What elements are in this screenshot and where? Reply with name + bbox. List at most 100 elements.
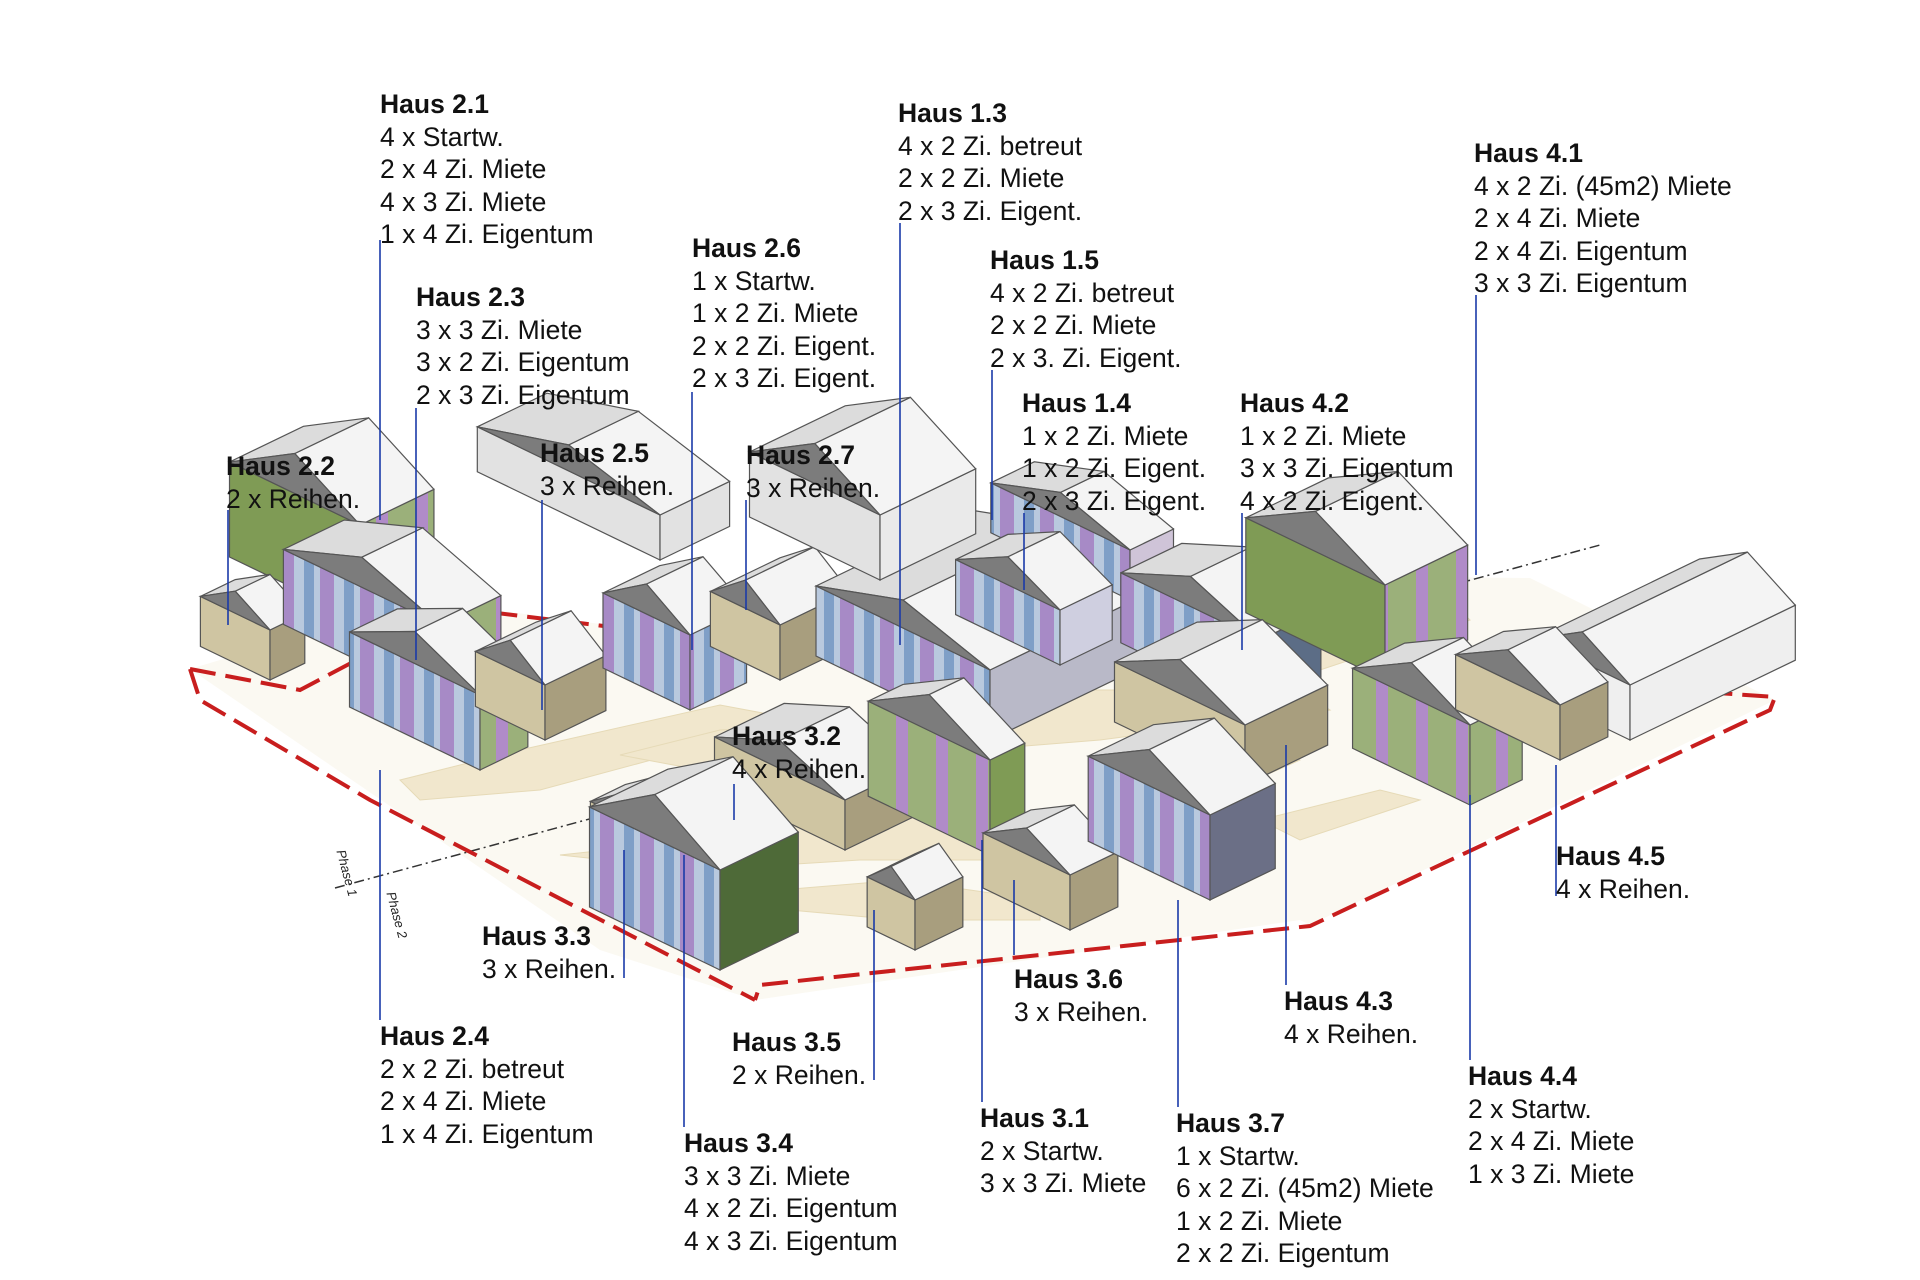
haus-1-3-unit-line: 2 x 3 Zi. Eigent. <box>898 195 1083 226</box>
haus-2-2-unit-line: 2 x Reihen. <box>226 483 361 514</box>
haus-2-3-unit-line: 3 x 2 Zi. Eigentum <box>416 347 630 377</box>
haus-1-5-title: Haus 1.5 <box>990 245 1100 275</box>
haus-1-4-unit-line: 2 x 3 Zi. Eigent. <box>1022 485 1207 516</box>
haus-4-1-unit-line: 2 x 4 Zi. Miete <box>1474 203 1641 233</box>
haus-2-4-unit-line: 2 x 2 Zi. betreut <box>380 1053 565 1084</box>
haus-4-1-unit-line: 2 x 4 Zi. Eigentum <box>1474 235 1688 266</box>
haus-1-4-unit-line: 1 x 2 Zi. Miete <box>1022 420 1189 451</box>
haus-3-1-unit-line: 2 x Startw. <box>980 1135 1104 1166</box>
haus-3-5-unit-line: 2 x Reihen. <box>732 1059 867 1090</box>
haus-4-1-unit-line: 4 x 2 Zi. (45m2) Miete <box>1474 170 1732 201</box>
haus-3-4-unit-line: 4 x 2 Zi. Eigentum <box>684 1193 898 1223</box>
haus-4-5-title: Haus 4.5 <box>1556 841 1666 871</box>
haus-1-3-title: Haus 1.3 <box>898 98 1008 128</box>
haus-1-4-unit-line: 1 x 2 Zi. Eigent. <box>1022 453 1207 483</box>
haus-3-4-building <box>587 755 800 971</box>
haus-3-2-title: Haus 3.2 <box>732 721 842 751</box>
haus-2-6-unit-line: 2 x 3 Zi. Eigent. <box>692 363 877 393</box>
haus-2-6-title: Haus 2.6 <box>692 233 802 263</box>
haus-2-6-unit-line: 2 x 2 Zi. Eigent. <box>692 330 877 361</box>
haus-3-6-unit-line: 3 x Reihen. <box>1014 996 1149 1027</box>
haus-4-2-unit-line: 3 x 3 Zi. Eigentum <box>1240 453 1454 483</box>
haus-3-3-title: Haus 3.3 <box>482 921 592 951</box>
haus-4-3-unit-line: 4 x Reihen. <box>1284 1018 1419 1049</box>
haus-2-2-title: Haus 2.2 <box>226 451 336 481</box>
haus-2-3-title: Haus 2.3 <box>416 282 526 312</box>
haus-2-2-building <box>198 573 306 681</box>
haus-2-5-unit-line: 3 x Reihen. <box>540 470 675 501</box>
haus-3-6-title: Haus 3.6 <box>1014 964 1124 994</box>
haus-3-1-unit-line: 3 x 3 Zi. Miete <box>980 1168 1147 1198</box>
haus-2-5-building <box>473 610 607 741</box>
haus-4-4-unit-line: 2 x 4 Zi. Miete <box>1468 1126 1635 1156</box>
haus-4-4-title: Haus 4.4 <box>1468 1061 1578 1091</box>
haus-1-5-unit-line: 2 x 2 Zi. Miete <box>990 310 1157 340</box>
haus-2-7-title: Haus 2.7 <box>746 440 856 470</box>
haus-4-2-title: Haus 4.2 <box>1240 388 1350 418</box>
haus-2-1-title: Haus 2.1 <box>380 89 490 119</box>
haus-2-5-title: Haus 2.5 <box>540 438 650 468</box>
haus-1-4-title: Haus 1.4 <box>1022 388 1132 418</box>
haus-2-1-unit-line: 4 x 3 Zi. Miete <box>380 186 547 217</box>
haus-4-4-unit-line: 1 x 3 Zi. Miete <box>1468 1158 1635 1189</box>
haus-4-5-unit-line: 4 x Reihen. <box>1556 873 1691 904</box>
haus-2-7-unit-line: 3 x Reihen. <box>746 472 881 503</box>
haus-1-2-building <box>747 396 977 581</box>
haus-3-5-building <box>865 842 964 951</box>
haus-4-2-unit-line: 1 x 2 Zi. Miete <box>1240 420 1407 451</box>
haus-2-3-unit-line: 2 x 3 Zi. Eigentum <box>416 379 630 410</box>
haus-3-5-title: Haus 3.5 <box>732 1027 842 1057</box>
haus-4-1-unit-line: 3 x 3 Zi. Eigentum <box>1474 268 1688 298</box>
haus-3-4-unit-line: 3 x 3 Zi. Miete <box>684 1160 851 1191</box>
haus-3-7-unit-line: 2 x 2 Zi. Eigentum <box>1176 1238 1390 1268</box>
haus-3-4-title: Haus 3.4 <box>684 1128 794 1158</box>
haus-3-7-unit-line: 1 x Startw. <box>1176 1140 1300 1171</box>
haus-3-1-title: Haus 3.1 <box>980 1103 1090 1133</box>
haus-1-3-unit-line: 2 x 2 Zi. Miete <box>898 163 1065 193</box>
haus-3-7-unit-line: 6 x 2 Zi. (45m2) Miete <box>1176 1173 1434 1203</box>
leader-lines <box>227 223 1557 1127</box>
haus-4-1-title: Haus 4.1 <box>1474 138 1584 168</box>
haus-1-5-unit-line: 2 x 3. Zi. Eigent. <box>990 342 1182 373</box>
haus-2-1-unit-line: 2 x 4 Zi. Miete <box>380 154 547 184</box>
haus-1-3-unit-line: 4 x 2 Zi. betreut <box>898 130 1083 161</box>
haus-4-5-building <box>1453 625 1609 761</box>
haus-2-6-unit-line: 1 x Startw. <box>692 265 816 296</box>
haus-1-5-unit-line: 4 x 2 Zi. betreut <box>990 277 1175 308</box>
haus-2-4-unit-line: 2 x 4 Zi. Miete <box>380 1086 547 1116</box>
haus-3-7-unit-line: 1 x 2 Zi. Miete <box>1176 1205 1343 1236</box>
haus-3-7-title: Haus 3.7 <box>1176 1108 1286 1138</box>
haus-2-x-building <box>475 392 731 561</box>
haus-2-4-unit-line: 1 x 4 Zi. Eigentum <box>380 1118 594 1149</box>
haus-2-6-unit-line: 1 x 2 Zi. Miete <box>692 298 859 328</box>
haus-3-2-unit-line: 4 x Reihen. <box>732 753 867 784</box>
haus-2-4-title: Haus 2.4 <box>380 1021 490 1051</box>
haus-4-4-unit-line: 2 x Startw. <box>1468 1093 1592 1124</box>
buildings-layer <box>198 392 1797 971</box>
haus-2-3-unit-line: 3 x 3 Zi. Miete <box>416 314 583 345</box>
haus-4-3-title: Haus 4.3 <box>1284 986 1394 1016</box>
haus-1-4-building <box>954 530 1114 666</box>
haus-3-3-unit-line: 3 x Reihen. <box>482 953 617 984</box>
haus-3-7-building <box>1086 717 1277 901</box>
haus-2-1-unit-line: 1 x 4 Zi. Eigentum <box>380 219 594 249</box>
